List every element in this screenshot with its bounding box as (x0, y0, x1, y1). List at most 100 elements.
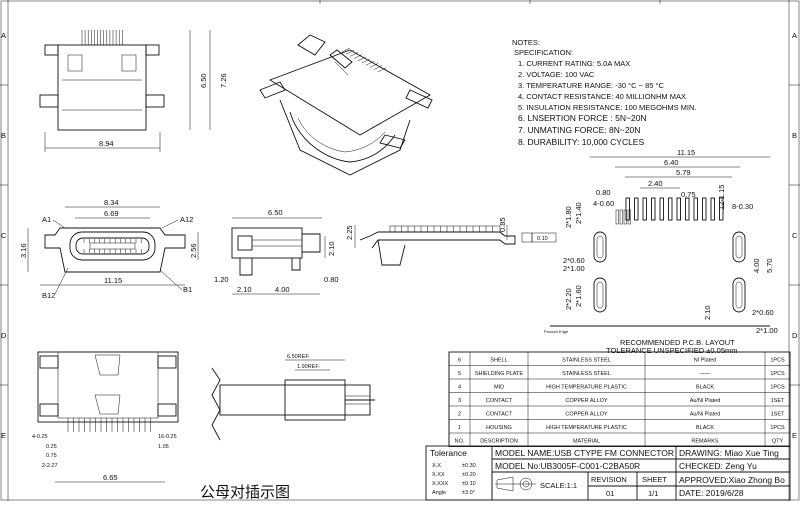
pcb-dim-2060: 2*0.60 (563, 256, 585, 265)
pcb-pad (634, 197, 639, 221)
middle-mating-view: 6.50REF. 1.90REF. 公母对插示图 (200, 354, 375, 501)
side-dim-b2: 4.00 (275, 285, 290, 294)
sheet-label: SHEET (642, 475, 667, 484)
scale: SCALE:1:1 (540, 481, 577, 490)
bom-cell: COPPER ALLOY (565, 398, 608, 404)
pcb-pad (619, 209, 623, 225)
note-item: 3. TEMPERATURE RANGE: -30 °C ~ 85 °C (518, 81, 665, 90)
title-block: Tolerance X.X ±0.30 X.XX ±0.20 X.XXX ±0.… (425, 445, 791, 501)
row-mark-b: B (1, 131, 6, 140)
pcb-pad (627, 209, 631, 225)
front-dim-right: 2.56 (189, 243, 198, 258)
bom-cell: HIGH TEMPERATURE PLASTIC (546, 385, 627, 391)
pcb-caption-2: TOLERANCE UNSPECIFIED ±0.05mm (606, 346, 738, 355)
notes-subtitle: SPECIFICATION: (514, 48, 573, 57)
row-mark-e-right: E (792, 431, 797, 440)
pcb-pad (615, 209, 619, 225)
bom-header-cell: DESCRIPTION (480, 439, 518, 445)
isometric-view (259, 34, 433, 176)
label-a1: A1 (42, 215, 51, 224)
pcb-pad (642, 197, 647, 221)
checked-by: CHECKED: Zeng Yu (679, 461, 757, 471)
bottom-left-view: 4-0.25 0.25 0.75 2-2.27 16-0.25 1.05 6.6… (32, 351, 179, 483)
front-dim-inner: 6.69 (104, 209, 119, 218)
sheet-value: 1/1 (648, 489, 658, 498)
revision-label: REVISION (591, 475, 627, 484)
bom-cell: SHIELDING PLATE (475, 371, 524, 377)
bom-cell: HIGH TEMPERATURE PLASTIC (546, 425, 627, 431)
pin (377, 67, 387, 73)
bl-dim-l3: 0.75 (46, 453, 57, 459)
side-dim-left: 1.20 (214, 275, 229, 284)
pcb-dim-570: 5.70 (765, 258, 774, 273)
product-edge-label: Product Edge (544, 329, 569, 334)
model-name: MODEL NAME:USB CTYPE FM CONNECTOR (495, 448, 674, 458)
pcb-dim-075: 0.75 (681, 190, 696, 199)
row-mark-a-right: A (792, 31, 797, 40)
pcb-pad (668, 197, 673, 221)
bom-cell: 1PCS (770, 425, 785, 431)
tol-row-3-value: ±3.0° (462, 490, 475, 496)
pcb-caption-1: RECOMMENDED P.C.B. LAYOUT (620, 338, 735, 347)
pin (365, 60, 375, 66)
pcb-dim-640: 6.40 (664, 158, 679, 167)
label-a12: A12 (180, 215, 193, 224)
bom-cell: 1PCS (770, 358, 785, 364)
pin (369, 63, 379, 68)
bom-cell: BLACK (696, 385, 714, 391)
pcb-pad (659, 197, 664, 221)
side-dim-right: 2.10 (327, 241, 336, 256)
pcb-dim-2100b: 2*1.00 (756, 326, 778, 335)
side-dim-top: 6.50 (268, 208, 283, 217)
bom-header-cell: REMARKS (691, 439, 719, 445)
pcb-dim-080: 0.80 (596, 188, 611, 197)
bom-header-cell: NO. (455, 439, 465, 445)
label-b12: B12 (42, 291, 55, 300)
bom-cell: COPPER ALLOY (565, 412, 608, 418)
pcb-pad (693, 197, 698, 221)
bom-cell: 4 (458, 385, 461, 391)
tol-row-2-value: ±0.10 (462, 481, 476, 487)
pcb-pad (623, 209, 627, 225)
pcb-dim-460: 4-0.60 (593, 199, 614, 208)
pin (345, 49, 355, 55)
drawing-by: DRAWING: Miao Xue Ting (679, 448, 779, 458)
bom-header-cell: QTY (772, 439, 784, 445)
bl-dim-l1: 4-0.25 (32, 434, 48, 440)
pcb-dim-2060b: 2*0.60 (752, 308, 774, 317)
tol-row-1-value: ±0.20 (462, 472, 476, 478)
side-view: 6.50 2.10 1.20 2.10 4.00 0.80 (214, 208, 339, 295)
mid-caption: 公母对插示图 (200, 484, 290, 501)
pin (357, 56, 367, 62)
top-dim-h1: 6.50 (199, 73, 208, 88)
side-dim-b1: 2.10 (237, 285, 252, 294)
note-item: 8. DURABILITY: 10,000 CYCLES (518, 137, 644, 147)
profile-dim-left: 2.25 (345, 225, 354, 240)
tolerance-title: Tolerance (430, 448, 467, 458)
bom-cell: CONTACT (486, 398, 513, 404)
bom-cell: 1 (458, 425, 461, 431)
pcb-dim-579: 5.79 (676, 168, 691, 177)
bom-cell: 5 (458, 371, 461, 377)
bom-cell: 2 (458, 412, 461, 418)
projection-symbol-icon (495, 476, 536, 492)
date: DATE: 2019/6/28 (679, 488, 744, 498)
bl-dim-r2: 1.05 (158, 444, 169, 450)
pcb-dim-280: 2*1.80 (564, 206, 573, 228)
pcb-pad (676, 197, 681, 221)
front-dim-bottom: 11.15 (104, 276, 122, 285)
bom-cell: 1SET (771, 412, 785, 418)
pcb-dim-2140: 2*1.40 (574, 202, 583, 224)
bl-dim-bottom: 6.65 (103, 473, 118, 482)
bom-cell: 6 (458, 358, 461, 364)
label-b1: B1 (183, 285, 192, 294)
notes-title: NOTES: (512, 38, 540, 47)
revision-value: 01 (606, 489, 614, 498)
note-item: 2. VOLTAGE: 100 VAC (518, 70, 595, 79)
front-view: 8.34 6.69 11.15 A1 A12 B12 B1 3.16 2.56 (19, 198, 199, 300)
bl-dim-r1: 16-0.25 (158, 434, 177, 440)
bl-dim-l4: 2-2.27 (42, 463, 58, 469)
pcb-pad (702, 197, 707, 221)
bom-cell: 1PCS (770, 385, 785, 391)
